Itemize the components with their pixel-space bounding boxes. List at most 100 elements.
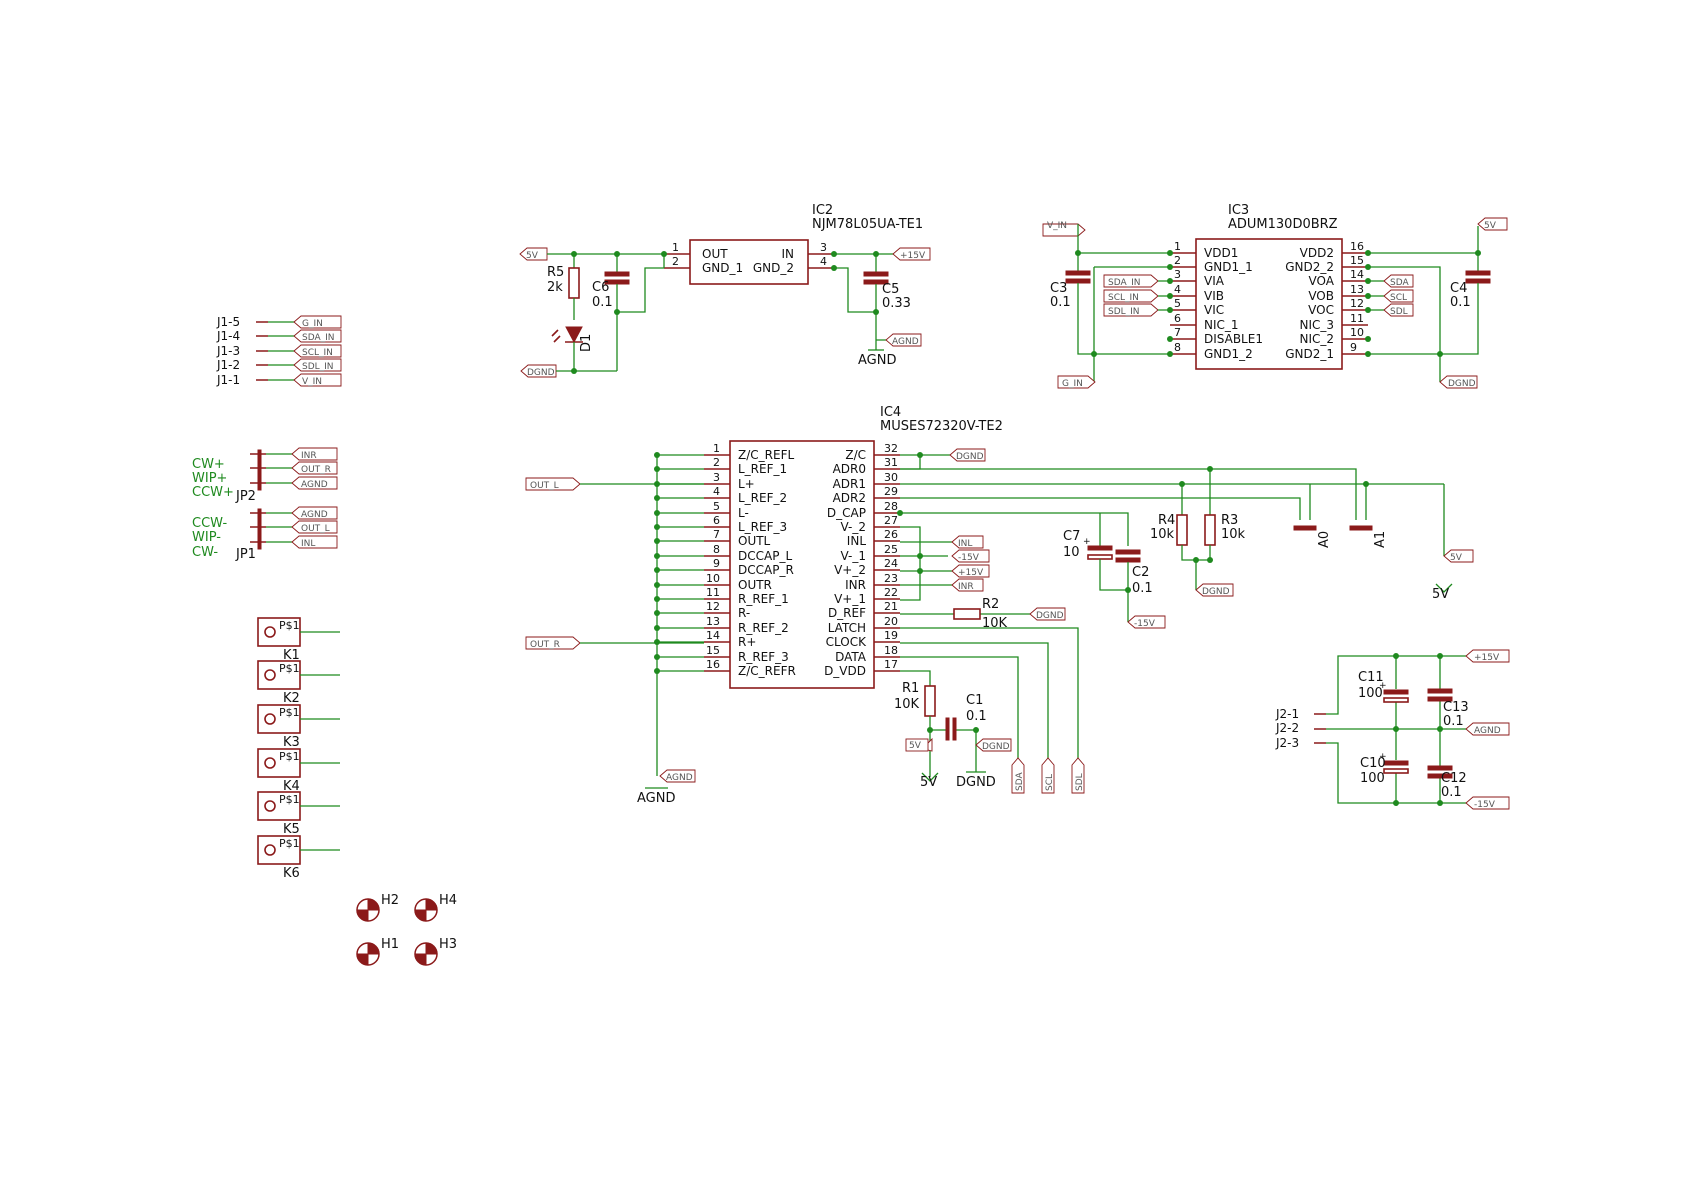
svg-text:J2-1: J2-1	[1275, 707, 1299, 721]
ic4-pin-number: 12	[706, 600, 720, 613]
r2-name: R2	[982, 597, 999, 612]
ic4-pin-label: CLOCK	[826, 635, 867, 649]
svg-text:P$1: P$1	[279, 706, 300, 719]
svg-text:+15V: +15V	[900, 251, 926, 261]
c4-value: 0.1	[1450, 295, 1471, 310]
ic3-pin-number: 13	[1350, 283, 1364, 296]
net-label: OUT_L	[301, 524, 330, 534]
ic3-pin-label: DISABLE1	[1204, 332, 1263, 346]
ic4-pin-number: 29	[884, 485, 898, 498]
ic3-pin-label: VIB	[1204, 289, 1224, 303]
net-label: INR	[301, 451, 317, 461]
ic4-pin-label: DCCAP_R	[738, 563, 794, 577]
ic4-pin-label: ADR1	[833, 477, 866, 491]
ic4-pin-number: 21	[884, 600, 898, 613]
c3-value: 0.1	[1050, 295, 1071, 310]
ic4-part: MUSES72320V-TE2	[880, 419, 1003, 434]
ic4-pin-number: 32	[884, 442, 898, 455]
j1-4-label: J1-4	[216, 329, 240, 343]
ic4-pin-number: 3	[713, 471, 720, 484]
ic4-pin-number: 30	[884, 471, 898, 484]
svg-text:DGND: DGND	[527, 368, 555, 378]
ic4-pin-label: V+_2	[834, 563, 866, 577]
ic3-pin-label: VOA	[1309, 274, 1335, 288]
ic3-pin-number: 10	[1350, 326, 1364, 339]
ic4-pin-label: R_REF_3	[738, 650, 789, 664]
svg-text:+: +	[1083, 537, 1091, 547]
ic2-part: NJM78L05UA-TE1	[812, 217, 923, 232]
c7-name: C7	[1063, 529, 1080, 544]
c1-value: 0.1	[966, 709, 987, 724]
k6-name: K6	[283, 866, 300, 881]
ic4-pin-number: 4	[713, 485, 720, 498]
c5-name: C5	[882, 282, 899, 297]
svg-text:G_IN: G_IN	[1062, 379, 1083, 389]
ic4-pin-number: 31	[884, 456, 898, 469]
k6-terminal: P$1K6	[257, 835, 340, 881]
c3-name: C3	[1050, 281, 1067, 296]
jp2-label-wip-plus: WIP+	[192, 471, 227, 486]
c10-name: C10	[1360, 756, 1386, 771]
svg-text:SDA_IN: SDA_IN	[1108, 278, 1141, 288]
svg-text:IN: IN	[781, 247, 794, 261]
svg-text:+: +	[1379, 681, 1387, 691]
ic3-pin-label: GND2_2	[1285, 260, 1334, 274]
svg-text:OUT_L: OUT_L	[530, 481, 559, 491]
k1-name: K1	[283, 648, 300, 663]
ic3-pin-label: VOC	[1308, 303, 1334, 317]
svg-text:DGND: DGND	[982, 742, 1010, 752]
ic4-pin-number: 28	[884, 500, 898, 513]
j2-power-input: J2-1 J2-2 J2-3 + + C11 100 C13 0.1 C10 1…	[1275, 649, 1510, 810]
c12-value: 0.1	[1441, 785, 1462, 800]
ic4-pin-label: Z/C	[845, 448, 866, 462]
svg-text:DGND: DGND	[1202, 587, 1230, 597]
ic3-pin-number: 9	[1350, 341, 1357, 354]
j1-connector: J1-5 J1-4 J1-3 J1-2 J1-1 G_IN SDA_IN SCL…	[216, 315, 342, 387]
ic3-pin-number: 15	[1350, 254, 1364, 267]
ic3-pin-number: 5	[1174, 297, 1181, 310]
c2-value: 0.1	[1132, 581, 1153, 596]
ic4-pin-label: L_REF_1	[738, 462, 787, 476]
net-label: G_IN	[302, 319, 323, 329]
ic3-pin-label: NIC_3	[1299, 318, 1334, 332]
svg-text:3: 3	[820, 241, 827, 254]
ic3-pin-label: NIC_2	[1299, 332, 1334, 346]
ic4-pin-label: Z/C_REFL	[738, 448, 794, 462]
net-label: AGND	[301, 510, 328, 520]
ic4-pin-label: OUTR	[738, 578, 772, 592]
mounting-holes: H2 H4 H1 H3	[356, 893, 457, 966]
k4-terminal: P$1K4	[257, 748, 340, 794]
svg-text:OUT: OUT	[702, 247, 728, 261]
j1-2-label: J1-2	[216, 358, 240, 372]
k4-name: K4	[283, 779, 300, 794]
ic4-pin-number: 1	[713, 442, 720, 455]
ic3-pin-number: 11	[1350, 312, 1364, 325]
ic3-pin-label: GND1_2	[1204, 347, 1253, 361]
svg-text:OUT_R: OUT_R	[530, 640, 560, 650]
ic4-pin-number: 13	[706, 615, 720, 628]
svg-text:SDA: SDA	[1015, 772, 1025, 791]
ic4-pin-number: 2	[713, 456, 720, 469]
jp1-jumper: CCW- WIP- CW- AGND OUT_L INL JP1	[192, 506, 338, 562]
svg-text:+: +	[1379, 752, 1387, 762]
k3-name: K3	[283, 735, 300, 750]
ic4-pin-label: L-	[738, 506, 749, 520]
svg-text:P$1: P$1	[279, 837, 300, 850]
ic4-pin-number: 5	[713, 500, 720, 513]
c11-name: C11	[1358, 670, 1384, 685]
ic4-pin-number: 26	[884, 528, 898, 541]
svg-text:J2-2: J2-2	[1275, 721, 1299, 735]
ic2-regulator: IC2 NJM78L05UA-TE1 OUT GND_1 IN GND_2 1 …	[519, 203, 931, 378]
svg-text:5V: 5V	[909, 741, 922, 751]
ic3-pin-number: 1	[1174, 240, 1181, 253]
ic4-pin-number: 19	[884, 629, 898, 642]
svg-text:+15V: +15V	[1474, 653, 1500, 663]
k5-name: K5	[283, 822, 300, 837]
ic4-pin-label: R-	[738, 606, 750, 620]
svg-text:5V: 5V	[526, 251, 539, 261]
jp1-name: JP1	[235, 547, 256, 562]
k1-terminal: P$1K1	[257, 617, 340, 663]
jp1-label-ccw-minus: CCW-	[192, 516, 227, 531]
c1-name: C1	[966, 693, 983, 708]
ic4-pin-label: INL	[847, 534, 867, 548]
